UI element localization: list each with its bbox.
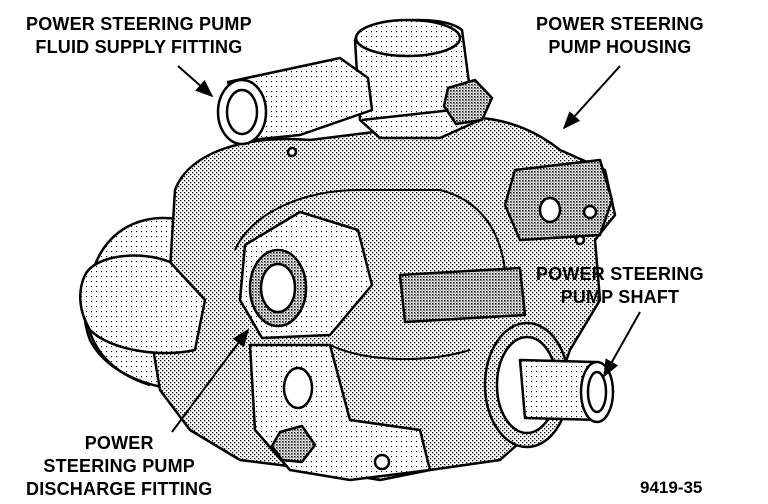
housing-leader bbox=[562, 65, 621, 130]
supply-fitting-leader bbox=[177, 65, 214, 98]
discharge-leader bbox=[171, 328, 250, 433]
housing-label-line-2: PUMP HOUSING bbox=[548, 37, 692, 57]
leader-arrows bbox=[171, 65, 641, 433]
discharge-fitting-label-line-3: DISCHARGE FITTING bbox=[26, 479, 213, 499]
shaft-leader bbox=[603, 311, 641, 378]
housing-label-line-1: POWER STEERING bbox=[536, 14, 704, 34]
shaft-label: POWER STEERING PUMP SHAFT bbox=[536, 263, 704, 309]
shaft-label-line-1: POWER STEERING bbox=[536, 264, 704, 284]
figure-id: 9419-35 bbox=[640, 478, 703, 497]
shaft-label-line-2: PUMP SHAFT bbox=[560, 287, 680, 307]
supply-fitting-label: POWER STEERING PUMP FLUID SUPPLY FITTING bbox=[26, 13, 252, 59]
pump-body bbox=[79, 18, 617, 482]
supply-fitting-label-line-1: POWER STEERING PUMP bbox=[26, 14, 252, 34]
housing-label: POWER STEERING PUMP HOUSING bbox=[536, 13, 704, 59]
discharge-fitting-label: POWER STEERING PUMP DISCHARGE FITTING bbox=[26, 432, 212, 501]
discharge-fitting-label-line-2: STEERING PUMP bbox=[43, 456, 196, 476]
supply-fitting-label-line-2: FLUID SUPPLY FITTING bbox=[35, 37, 243, 57]
discharge-fitting-label-line-1: POWER bbox=[84, 433, 154, 453]
